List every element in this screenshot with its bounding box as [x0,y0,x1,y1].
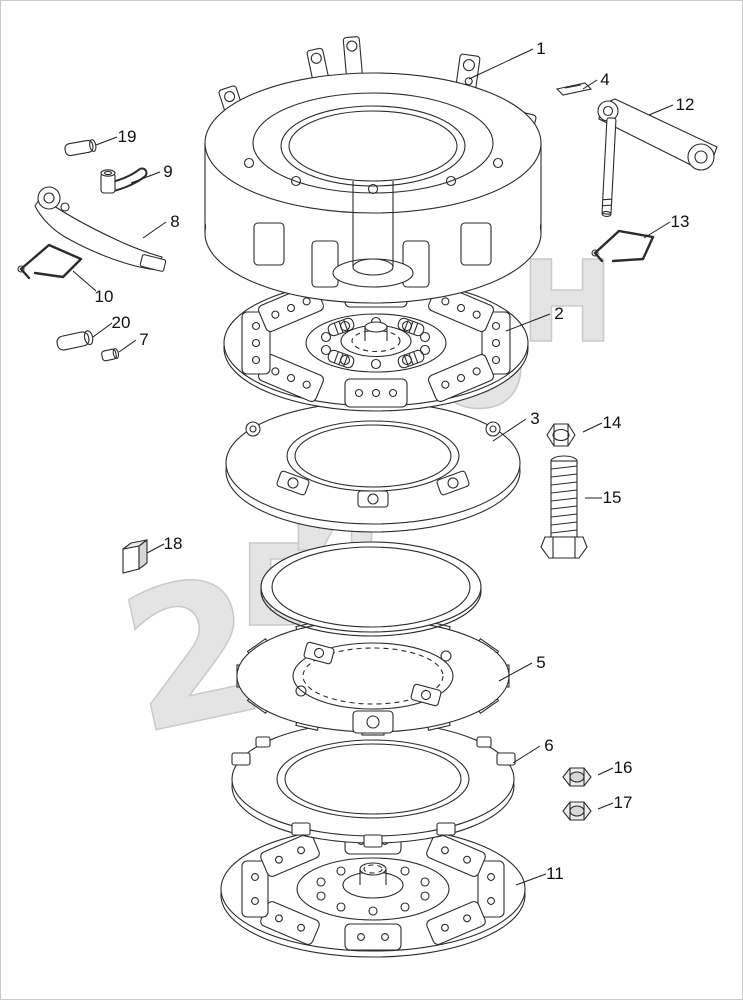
part-label-11: 11 [546,864,564,883]
block-part18 [122,538,148,574]
spring-ring [260,541,482,637]
part-label-18: 18 [164,534,183,553]
fitting-part9 [100,167,148,194]
stud-part15 [540,455,588,559]
intermediate-plate-part5 [236,613,510,736]
nut-part14 [546,423,576,447]
leader-line-6 [512,745,541,764]
leader-line-13 [643,221,671,239]
leader-line-20 [92,322,113,338]
leader-line-4 [582,79,598,90]
leader-line-18 [146,543,165,554]
leader-line-8 [142,221,167,239]
leader-line-2 [505,313,551,332]
part-label-8: 8 [170,212,179,231]
part-label-1: 1 [536,39,545,58]
spring-wire-part10 [17,243,83,280]
leader-line-14 [582,422,603,433]
pressure-plate-part3 [225,401,521,533]
part-label-12: 12 [676,95,695,114]
pin-part19 [64,139,97,157]
leader-line-12 [648,104,674,116]
part-label-4: 4 [600,70,609,89]
part-label-19: 19 [118,127,137,146]
part-label-17: 17 [614,793,633,812]
leader-line-5 [498,662,533,682]
part-label-14: 14 [603,413,622,432]
bushing-part20 [56,330,94,351]
part-label-2: 2 [554,304,563,323]
cover-assembly-part1 [204,36,542,304]
nut-part16 [562,767,592,787]
leader-line-17 [597,802,614,810]
part-label-5: 5 [536,653,545,672]
watermark-letter: Н [520,238,614,368]
leader-line-16 [597,767,614,776]
part-label-10: 10 [95,287,114,306]
part-label-3: 3 [530,409,539,428]
leader-line-19 [95,136,118,146]
ring-part6 [231,721,516,848]
part-label-9: 9 [163,162,172,181]
leader-line-10 [72,270,97,292]
nut-part7 [101,348,120,362]
leader-line-11 [515,873,547,886]
part-label-13: 13 [671,212,690,231]
leader-line-1 [468,48,534,80]
part-label-7: 7 [139,330,148,349]
spring-wire-part13 [591,229,655,263]
release-lever-part8 [34,186,167,272]
leader-line-9 [130,171,161,184]
part-label-16: 16 [614,758,633,777]
nut-part17 [562,801,592,821]
part-label-20: 20 [112,313,131,332]
leader-line-3 [492,418,527,442]
part-label-15: 15 [603,488,622,507]
part-label-6: 6 [544,736,553,755]
lever-part12 [597,98,718,217]
clip-part4 [555,82,593,96]
leader-line-7 [118,339,137,353]
